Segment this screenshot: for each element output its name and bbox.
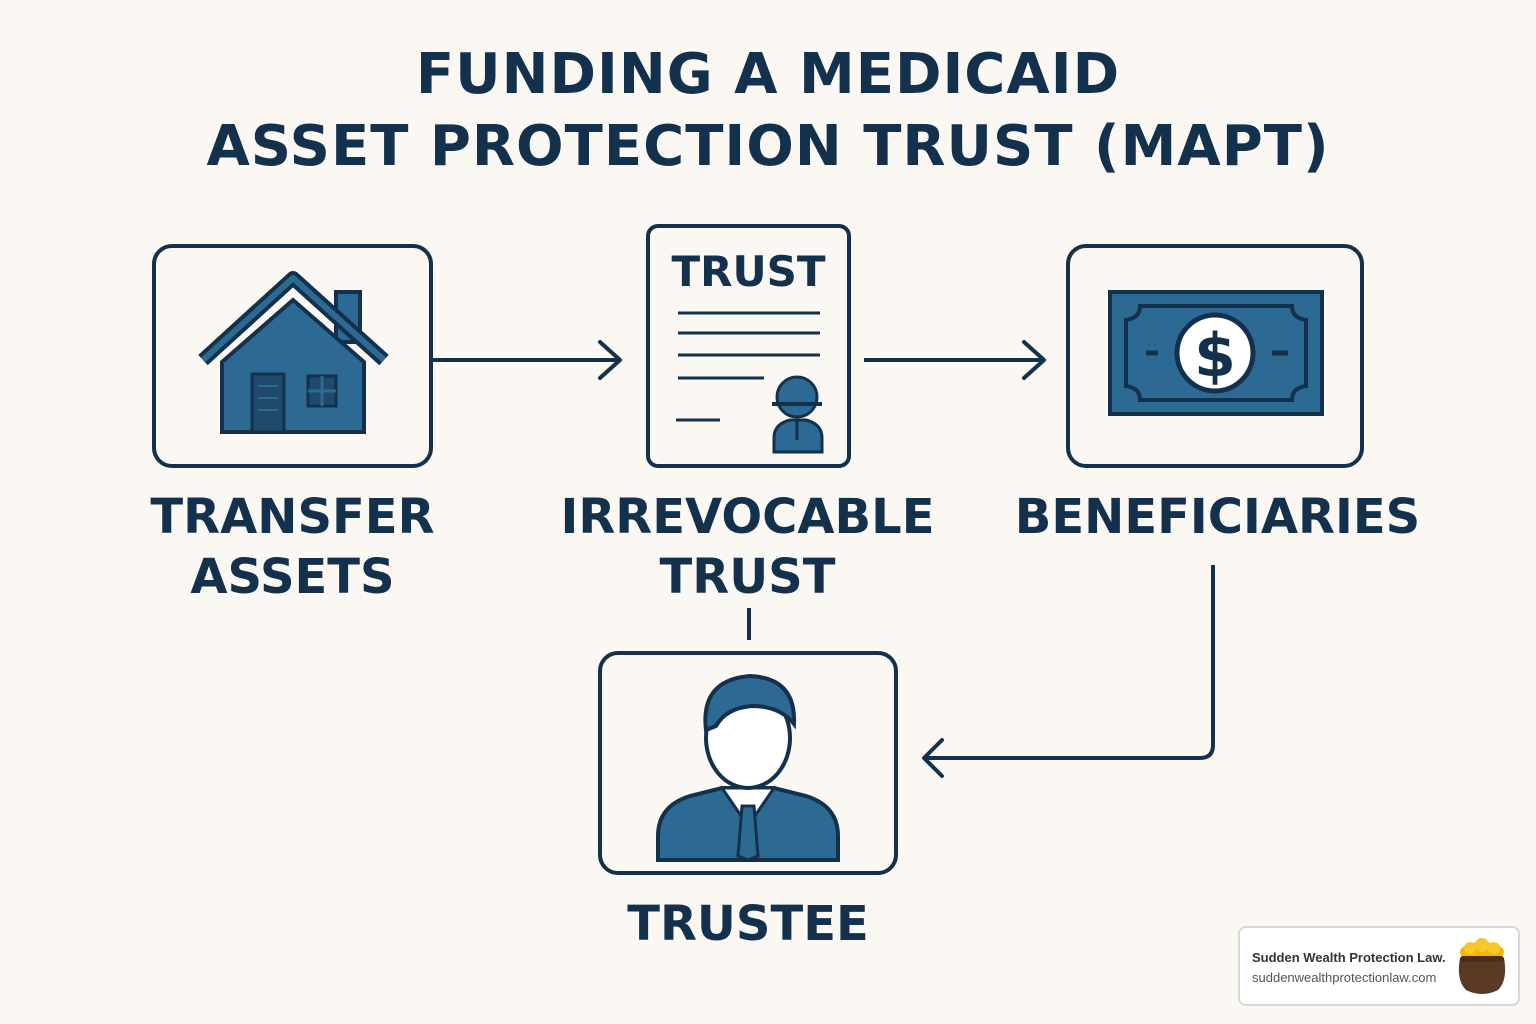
gold-pot-icon [1458,938,1506,994]
brand-badge[interactable]: Sudden Wealth Protection Law. suddenweal… [1238,926,1520,1006]
trust-doc-heading: TRUST [671,247,826,296]
person-icon [656,673,840,862]
arrow-beneficiaries-to-trustee [922,565,1215,778]
transfer-assets-label-line1: TRANSFER [150,489,435,545]
title-line-1: FUNDING A MEDICAID [415,42,1121,107]
svg-text:$: $ [1194,321,1236,391]
arrow-transfer-to-trust [433,340,622,380]
dollar-bill-icon: $ [1108,290,1324,416]
trustee-label: TRUSTEE [627,896,869,952]
irrevocable-trust-label-line1: IRREVOCABLE [560,489,935,545]
house-icon [198,271,389,434]
irrevocable-trust-label-line2: TRUST [659,549,836,605]
transfer-assets-label-line2: ASSETS [190,549,395,605]
beneficiaries-label: BENEFICIARIES [1014,489,1421,545]
seal-person-icon [772,375,824,454]
trust-document-lines [676,311,820,422]
arrow-trust-to-beneficiaries [864,340,1046,380]
irrevocable-trust-label: IRREVOCABLE TRUST [540,487,955,607]
badge-url: suddenwealthprotectionlaw.com [1252,970,1437,985]
badge-firm-name: Sudden Wealth Protection Law. [1252,950,1446,965]
title-line-2: ASSET PROTECTION TRUST (MAPT) [206,114,1330,179]
transfer-assets-label: TRANSFER ASSETS [130,487,455,607]
